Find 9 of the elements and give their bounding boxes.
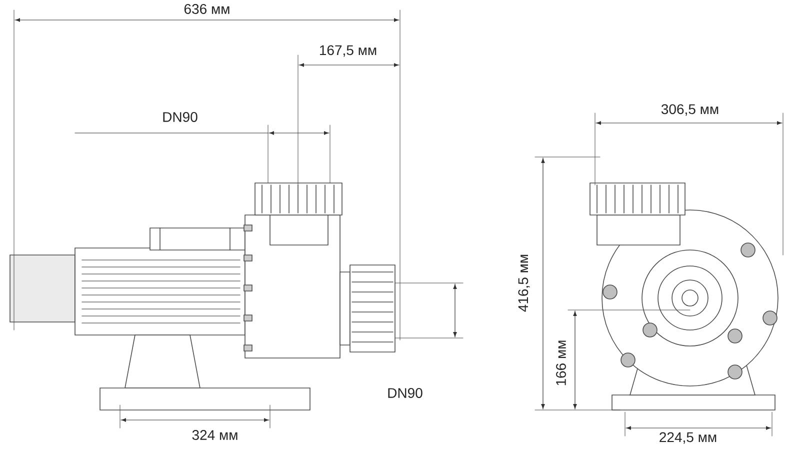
- dimension-label: 324 мм: [190, 429, 240, 441]
- dimension-label: 166 мм: [555, 338, 567, 388]
- dimension-label: DN90: [161, 111, 199, 123]
- dimension-label: 224,5 мм: [658, 431, 718, 445]
- dimension-label: 306,5 мм: [660, 103, 720, 117]
- dimension-label: 636 мм: [182, 3, 232, 15]
- dimension-label: DN90: [386, 387, 424, 399]
- dimension-label: 167,5 мм: [318, 44, 378, 58]
- dimension-label: 416,5 мм: [517, 252, 531, 314]
